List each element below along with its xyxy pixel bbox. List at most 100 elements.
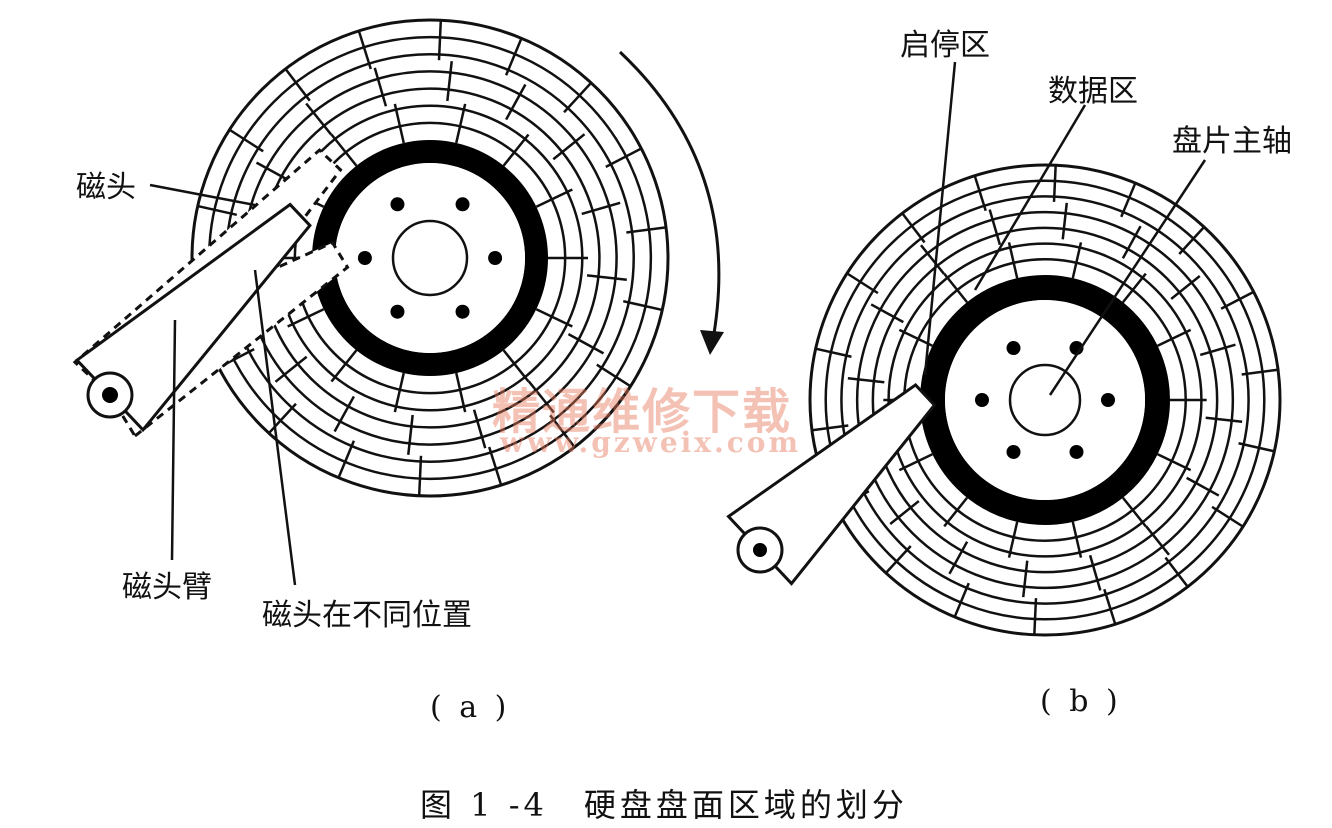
disk-a-sector-line [330,349,358,383]
disk-a-sector-line [586,274,627,281]
disk-b-sector-line [1238,442,1275,453]
disk-b-sector-line [1170,275,1201,300]
disk-a-screw-hole [488,251,503,265]
leader-landing-zone [923,61,957,376]
disk-b-sector-line [1186,476,1220,497]
disk-b-track [871,226,1219,574]
disk-b-sector-line [846,272,879,295]
disk-a-sector-line [504,37,523,76]
disk-a-sector-line [305,102,333,136]
disk-b-sector-line [898,453,933,472]
label-spindle: 盘片主轴 [1172,124,1292,159]
disk-a-sector-line [446,61,453,102]
rotation-arrowhead [700,330,724,355]
pivot-a-center [102,387,118,403]
disk-a-sector-line [605,147,642,169]
disk-b-sector-line [1145,525,1170,556]
disk-b-sector-line [1121,272,1147,304]
sublabel-a: ( a ) [430,690,511,725]
disk-b-sector-line [1033,598,1038,635]
disk-b-sector-line [1088,554,1102,591]
disk-a-sector-line [488,446,503,486]
disk-b-sector-line [815,347,852,358]
leader-head [149,183,256,207]
disk-b-sector-line [847,376,885,384]
disk-b-sector-line [1178,226,1206,255]
disk-b-screw-hole [1006,341,1021,356]
disk-a-sector-line [622,299,663,312]
disk-b-sector-line [901,212,926,244]
disk-b-track [840,195,1250,605]
label-head-positions: 磁头在不同位置 [262,598,472,633]
disk-a-sector-line [333,395,355,433]
disk-a-sector-line [552,133,586,161]
disk-a-sector-line [274,355,308,383]
disk-a-sector-line [437,20,443,61]
disk-a-sector-line [287,308,325,328]
disk-a-spindle-hole [391,219,469,297]
disk-a-sector-line [455,372,467,413]
disk-a-sector-line [284,68,311,102]
disk-a-sector-line [527,380,555,414]
disk-a-sector-line [502,349,530,383]
disk-b-sector-line [1164,556,1189,588]
disk-b-sector-line [948,541,969,575]
disk-a-sector-line [330,133,358,167]
disk-b-sector-line [870,303,904,324]
disk-b-sector-line [1071,521,1083,558]
disk-b-sector-line [1120,182,1137,218]
label-data-zone: 数据区 [1048,74,1138,109]
disk-b-sector-line [1220,290,1255,310]
disk-b-sector-line [1071,242,1083,279]
disk-a-sector-line [535,188,573,208]
disk-b-sector-line [1157,328,1192,347]
disk-a-sector-line [267,402,297,435]
disk-b-sector-line [1205,416,1243,424]
leader-spindle [1048,159,1207,396]
disk-b-sector-line [1021,560,1029,598]
disk-a-screw-hole [357,251,372,265]
disk-b-sector-line [1157,453,1192,472]
disk-a-sector-line [505,83,527,121]
disk-b-track [855,210,1235,590]
disk-b-sector-line [953,582,970,618]
figure-caption: 图 1 -4 硬盘盘面区域的划分 [420,786,908,824]
disk-b-sector-line [811,424,849,432]
disk-a-sector-line [373,67,388,107]
watermark-url: www.gzweix.com [500,426,802,459]
disk-b-sector-line [1121,225,1142,259]
disk-b-track [824,179,1266,621]
disk-a-sector-line [472,409,487,449]
disk-a-screw-hole [455,304,470,319]
disk-b-sector-line [973,175,987,212]
disk-b-sector-line [1061,202,1069,240]
leader-head-arm [170,319,177,561]
disk-a-sector-line [197,204,238,217]
label-head: 磁头 [76,170,136,205]
disk-a-sector-line [337,440,356,479]
disk-b-sector-line [988,209,1002,246]
disk-b-screw-hole [1069,444,1084,459]
disk-a-sector-line [417,455,423,496]
sublabel-b: ( b ) [1040,684,1122,719]
pivot-b-center [753,543,767,557]
disk-b-screw-hole [975,393,989,407]
disk-a-sector-line [393,372,405,413]
disk-a-sector-line [563,81,593,114]
disk-b-sector-line [884,545,912,574]
disk-b-sector-line [920,244,945,275]
rotation-arrow [618,50,721,346]
disk-b-sector-line [943,496,969,528]
disk-b-spindle-hole [1008,363,1082,437]
disk-a-sector-line [502,133,530,167]
label-landing-zone: 启停区 [900,28,990,63]
disk-b-screw-hole [1101,393,1115,407]
disk-a-sector-line [455,103,467,144]
disk-b-sector-line [1121,496,1147,528]
disk-a-screw-hole [455,197,470,212]
disk-a-sector-line [535,308,573,328]
disk-b-screw-hole [1006,444,1021,459]
watermark-title: 精通维修下载 [492,384,793,440]
